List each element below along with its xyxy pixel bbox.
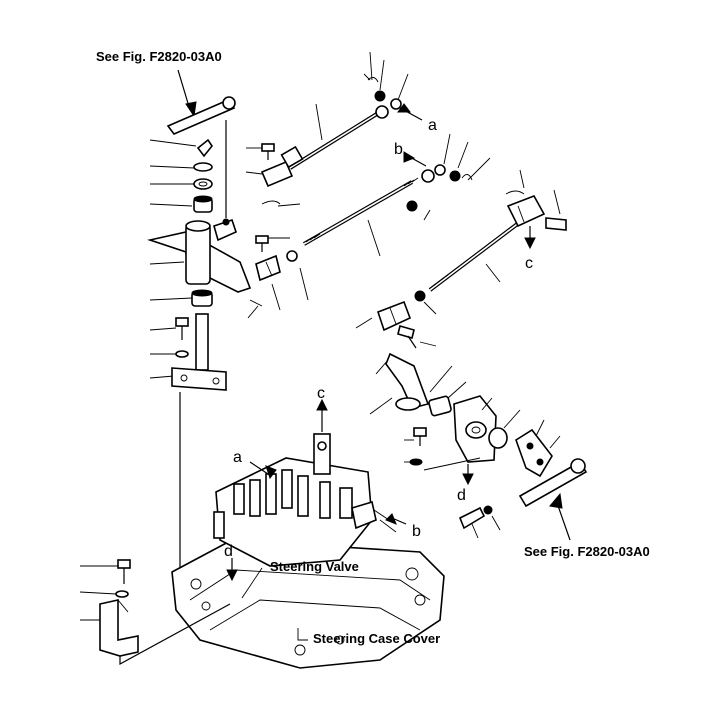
steering-valve-body [171,398,445,669]
right-bell-crank [355,300,588,541]
steering-case-cover-label: Steering Case Cover [313,631,440,646]
left-lever-assembly [147,69,252,600]
arrow-letter-b-bottom: b [412,523,421,540]
arrow-letter-a-top: a [428,117,437,134]
arrow-letter-c-top: c [525,255,533,272]
arrow-letter-c-bottom: c [317,385,325,402]
arrow-letter-b-top: b [394,141,403,158]
arrow-letter-d-bottom: d [224,543,233,560]
steering-valve-label: Steering Valve [270,559,359,574]
see-fig-label-top: See Fig. F2820-03A0 [96,49,222,64]
arrow-letter-d-right: d [457,487,466,504]
see-fig-label-bottom: See Fig. F2820-03A0 [524,544,650,559]
upper-rod-assembly [245,51,567,319]
lower-left-bracket [79,559,231,666]
arrow-letter-a-bottom: a [233,449,242,466]
